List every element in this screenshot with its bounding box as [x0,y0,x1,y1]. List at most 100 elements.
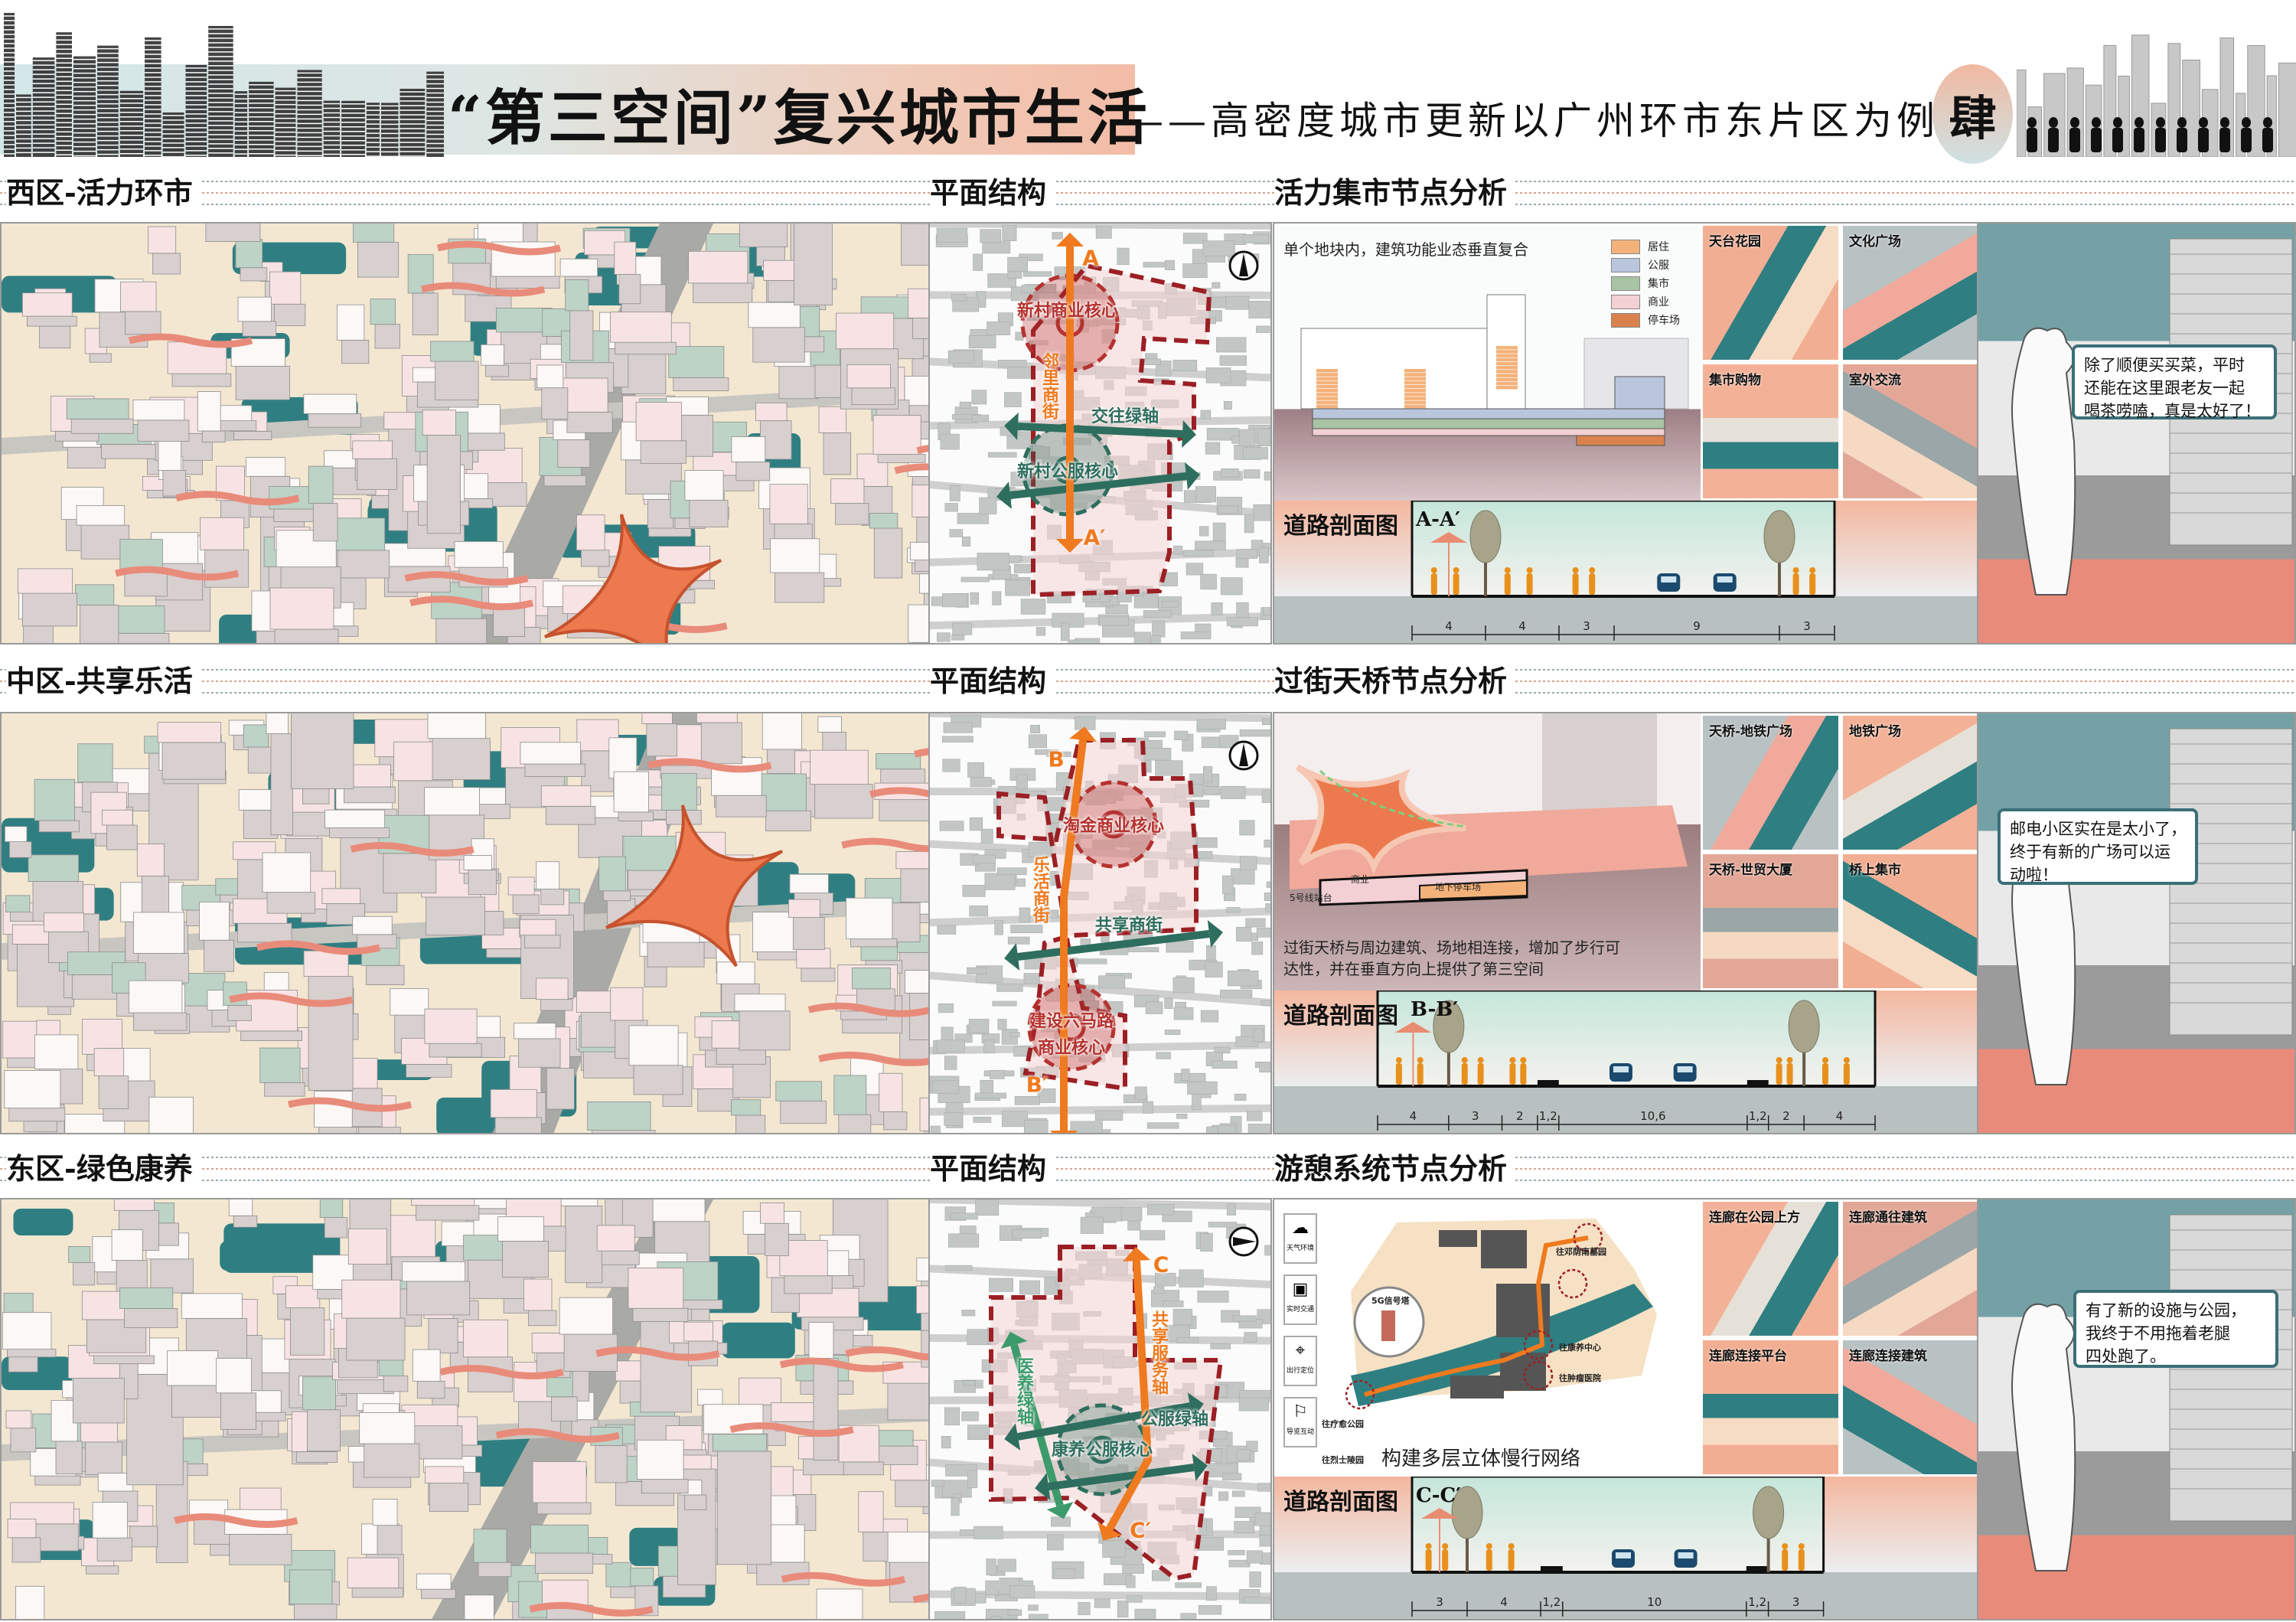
green-axis-arrow-head [1192,1454,1208,1481]
building-roof [93,1048,125,1076]
building-roof [879,1072,903,1112]
building-roof [836,312,895,350]
speech-line: 我终于不用拖着老腿 [2086,1324,2230,1343]
plan-building [1245,918,1266,928]
skyline-building [366,103,380,157]
plan-label: 建设六马路 [1029,1012,1114,1031]
building-roof [424,1466,465,1483]
plan-building [1238,429,1255,446]
residential-floor [1316,404,1338,409]
building-side [227,1004,252,1021]
dimension-label: 1,2 [1748,1595,1766,1609]
plan-building [963,1380,976,1386]
building-side [240,1030,303,1041]
building-side [357,1127,401,1133]
plan-building [1181,1069,1190,1081]
building-roof [303,950,349,977]
plan-building [961,1411,979,1421]
building-side [324,1217,348,1239]
building-roof [830,478,865,504]
person-body [2048,128,2059,152]
person-head [2177,117,2187,128]
building-roof [21,292,73,317]
plan-building [931,1480,944,1487]
person-head [2113,117,2122,128]
building-side [895,1480,928,1507]
dimension-label: 4 [1410,1109,1417,1123]
plan-building [1164,997,1173,1009]
plan-building [961,1310,976,1317]
plan-label: 邻里商街 [1039,352,1058,419]
plan-building [1261,1000,1270,1006]
plan-building [1176,1113,1188,1119]
commercial-floor [1312,428,1665,436]
plan-building [1004,392,1022,407]
legend-item: 商业 [1611,294,1669,309]
building-roof [119,1287,174,1309]
building-roof [641,713,673,724]
plan-building [1222,875,1234,895]
green-axis-arrow-head [996,481,1012,509]
building-roof [712,1434,768,1452]
plan-building [1246,1550,1263,1564]
legend-swatch [1611,239,1640,254]
building-roof [464,1594,494,1619]
plan-building [1164,1030,1181,1035]
green-axis-arrow-head [1207,920,1223,948]
building-roof [536,861,560,889]
building-side [478,1562,512,1578]
plan-building [1172,360,1198,371]
building-roof [422,410,456,436]
legend-item: 停车场 [1611,312,1680,328]
skyline-building [162,112,184,157]
green-axis-arrow-head [1004,413,1019,440]
plan-building [1068,639,1078,643]
plan-building [1261,718,1270,726]
building-side [377,1525,403,1555]
building-side [21,592,77,627]
building-side [838,1114,872,1133]
plan-building [1226,907,1241,913]
plan-building [1206,1586,1217,1601]
person-figure [2011,1303,2076,1571]
pedestrian-icon [1843,1057,1850,1063]
building-roof [4,1070,61,1109]
skyline-building [2017,69,2027,157]
building-side [633,1065,683,1095]
building-side [205,224,261,242]
plan-building [957,513,989,524]
district-title: 中区-共享乐活 [6,664,201,698]
plan-building [1122,1563,1145,1574]
plan-building [1206,945,1216,960]
aerial-map [2,1199,928,1619]
node-marker [1345,1379,1375,1410]
building-roof [628,1268,684,1309]
building-side [116,1260,148,1293]
plan-building [1173,1007,1194,1020]
plan-label: 共享商街 [1094,916,1163,935]
building-side [922,1503,928,1514]
residential-floor [1496,374,1518,377]
pedestrian-body [1504,573,1511,595]
person-body [2241,128,2252,152]
pedestrian-icon [1509,1057,1516,1063]
building-roof [789,873,829,893]
plan-building [944,1407,960,1426]
residential-floor [1316,377,1338,380]
pedestrian-icon [1798,1543,1805,1549]
skyline-building [400,88,426,157]
plan-building [1010,1032,1020,1038]
building-roof [748,302,801,328]
comic-illustration [2011,238,2293,596]
plan-building [1195,540,1226,550]
dimension-label: 4 [1836,1109,1844,1123]
plan-building [973,253,983,271]
pedestrian-body [1776,1063,1782,1085]
building-roof [531,1333,566,1353]
building-roof [308,465,334,504]
pedestrian-path [869,787,928,798]
plan-building [1243,233,1269,243]
building-side [308,413,362,428]
building-side [233,1215,258,1228]
